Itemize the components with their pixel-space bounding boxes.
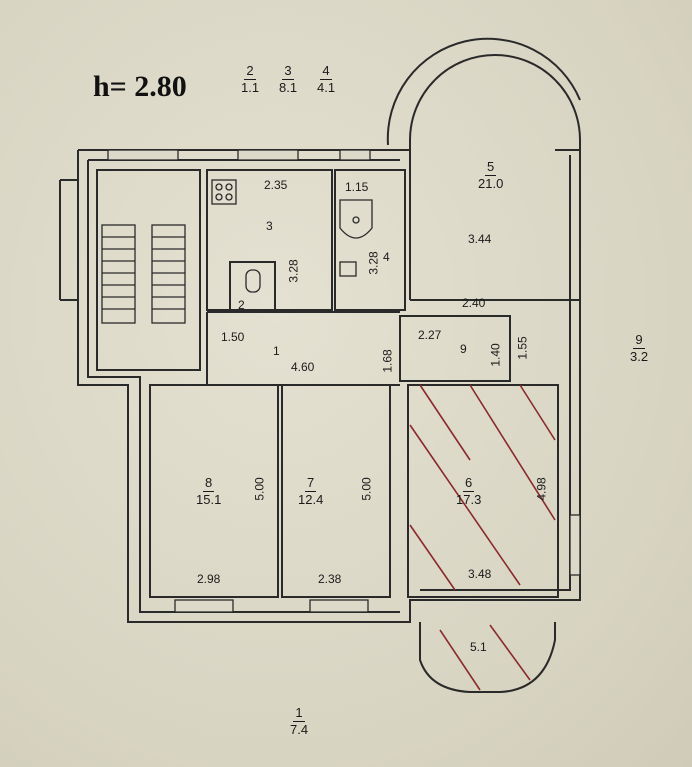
dim-closet-outer: 2.40 [462, 296, 486, 310]
dim-r7-depth: 5.00 [359, 477, 374, 501]
dim-r7-width: 2.38 [318, 572, 342, 586]
ceiling-height: h= 2.80 [93, 70, 187, 103]
room-8-wall [149, 384, 279, 598]
room-3-number: 3 [266, 219, 273, 233]
room-4-number: 4 [383, 250, 390, 264]
balcony-lower [419, 622, 556, 693]
dim-closet-depth-b: 1.55 [515, 336, 530, 360]
room-9-number: 9 [460, 342, 467, 356]
room-7-wall [281, 384, 391, 598]
window [107, 149, 179, 161]
window [309, 599, 369, 613]
room-2-number: 2 [238, 298, 245, 312]
dim-hall-depth: 1.68 [380, 349, 395, 373]
dim-closet-depth-a: 1.40 [488, 343, 503, 367]
bath-wall [334, 169, 406, 311]
dim-r5-depth: 3.44 [468, 232, 492, 246]
bathtub [339, 199, 373, 239]
dim-hall-small: 1.50 [221, 330, 245, 344]
sink [339, 261, 357, 277]
room-5-bay-outer [386, 37, 581, 146]
dim-r8-width: 2.98 [197, 572, 221, 586]
window [174, 599, 234, 613]
dim-r8-depth: 5.00 [252, 477, 267, 501]
hall-wall [206, 311, 400, 386]
dim-balcony-width: 5.1 [470, 640, 487, 654]
dim-bath-width: 1.15 [345, 180, 369, 194]
window [339, 149, 371, 161]
dim-kitchen-depth: 3.28 [286, 259, 301, 283]
room-6-wall [407, 384, 559, 598]
dim-kitchen-width: 2.35 [264, 178, 288, 192]
window [569, 514, 581, 576]
dim-r6-depth: 4.98 [534, 477, 549, 501]
window [237, 149, 299, 161]
stove [211, 179, 237, 205]
kitchen-wall [206, 169, 333, 311]
toilet [245, 269, 261, 293]
dim-closet-inner: 2.27 [418, 328, 442, 342]
exterior-wall-inner [87, 155, 571, 613]
closet-wall [399, 315, 511, 382]
dim-bath-depth: 3.28 [366, 251, 381, 275]
room-1-number: 1 [273, 344, 280, 358]
stairwell [96, 169, 201, 371]
room-5-bay [409, 54, 581, 300]
dim-hall-length: 4.60 [291, 360, 315, 374]
dim-r6-width: 3.48 [468, 567, 492, 581]
